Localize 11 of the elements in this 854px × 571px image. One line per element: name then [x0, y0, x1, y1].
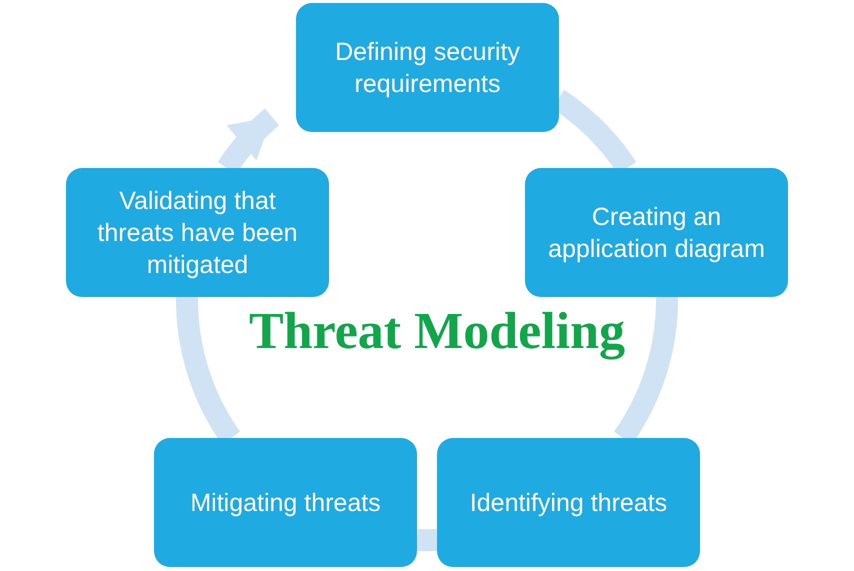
- box-label: Validating that threats have been mitigated: [96, 186, 299, 280]
- box-label: Mitigating threats: [190, 488, 381, 518]
- box-label: Identifying threats: [470, 488, 668, 518]
- process-box: [296, 3, 559, 132]
- process-box: [437, 438, 700, 567]
- process-box: [525, 168, 788, 297]
- box-label: Defining security requirements: [334, 36, 521, 100]
- box-label: Creating an application diagram: [547, 202, 766, 264]
- process-box: [66, 168, 329, 297]
- process-box: [154, 438, 417, 567]
- diagram-title: Threat Modeling: [248, 302, 626, 362]
